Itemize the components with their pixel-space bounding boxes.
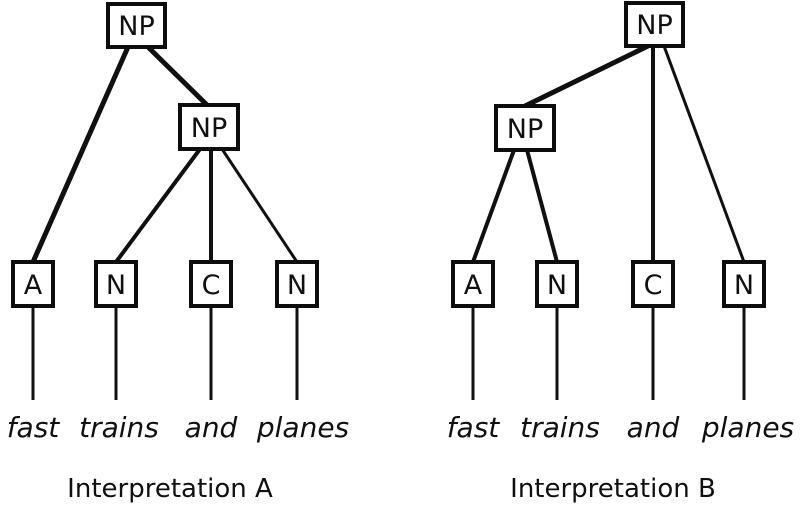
node-b-conj[interactable]: C: [631, 260, 675, 308]
node-box-b-n1[interactable]: [535, 260, 579, 308]
node-a-adj[interactable]: A: [11, 260, 55, 308]
word-and: and: [185, 411, 238, 444]
word-planes: planes: [256, 411, 349, 444]
node-label-a-n1: N: [106, 270, 126, 301]
node-a-np2[interactable]: NP: [178, 103, 240, 151]
node-b-root[interactable]: NP: [624, 1, 685, 48]
node-label-b-n2: N: [734, 270, 754, 301]
word-fast: fast: [447, 411, 501, 444]
tree-edge-a-root-to-a-np2: [146, 45, 209, 107]
node-box-a-root[interactable]: [106, 2, 167, 49]
node-label-a-n2: N: [287, 270, 307, 301]
node-label-a-conj: C: [202, 270, 221, 301]
node-box-b-adj[interactable]: [451, 260, 495, 308]
node-label-b-np2: NP: [507, 114, 543, 145]
tree-edge-b-root-to-b-n2: [662, 45, 746, 263]
node-box-a-np2[interactable]: [178, 103, 240, 151]
node-b-np2[interactable]: NP: [494, 104, 556, 152]
tree-edge-b-np2-to-b-adj: [471, 149, 516, 263]
node-box-b-np2[interactable]: [494, 104, 556, 152]
node-box-b-conj[interactable]: [631, 260, 675, 308]
node-a-root[interactable]: NP: [106, 2, 167, 49]
node-label-b-conj: C: [644, 270, 663, 301]
node-a-n1[interactable]: N: [94, 260, 138, 308]
node-box-a-n2[interactable]: [275, 260, 319, 308]
node-b-n2[interactable]: N: [722, 260, 766, 308]
node-b-adj[interactable]: A: [451, 260, 495, 308]
node-box-b-root[interactable]: [624, 1, 685, 48]
node-box-b-n2[interactable]: [722, 260, 766, 308]
node-label-a-adj: A: [24, 270, 43, 301]
node-a-n2[interactable]: N: [275, 260, 319, 308]
caption-interpretation-b: Interpretation B: [510, 474, 716, 504]
node-label-a-np2: NP: [191, 113, 227, 144]
node-label-a-root: NP: [118, 11, 154, 42]
word-and: and: [627, 411, 680, 444]
tree-edge-a-root-to-a-adj: [30, 45, 131, 264]
node-box-a-adj[interactable]: [11, 260, 55, 308]
node-label-b-n1: N: [547, 270, 567, 301]
node-box-a-conj[interactable]: [189, 260, 233, 308]
tree-edge-a-np2-to-a-n1: [114, 147, 202, 264]
node-box-a-n1[interactable]: [94, 260, 138, 308]
word-fast: fast: [7, 411, 61, 444]
word-planes: planes: [701, 411, 794, 444]
node-label-b-root: NP: [636, 10, 672, 41]
caption-interpretation-a: Interpretation A: [67, 474, 273, 504]
word-trains: trains: [79, 411, 159, 444]
word-trains: trains: [520, 411, 600, 444]
node-label-b-adj: A: [464, 270, 483, 301]
tree-edge-b-root-to-b-np2: [523, 43, 650, 109]
tree-edge-b-np2-to-b-n1: [525, 149, 559, 263]
tree-edge-a-np2-to-a-n2: [220, 148, 299, 263]
node-a-conj[interactable]: C: [189, 260, 233, 308]
node-b-n1[interactable]: N: [535, 260, 579, 308]
